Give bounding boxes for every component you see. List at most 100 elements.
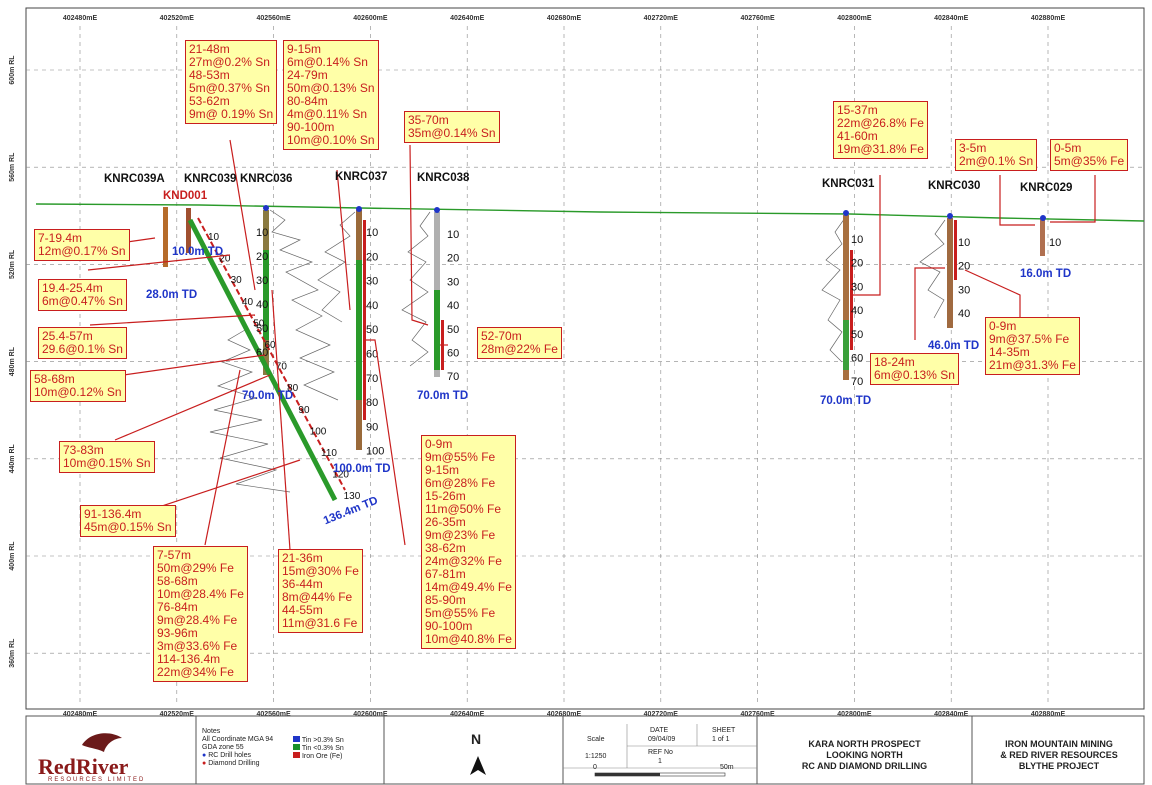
callout-line: 6m@0.47% Sn: [42, 294, 123, 308]
callout-line: 114-136.4m: [157, 652, 221, 666]
td-label-knrc039: 28.0m TD: [146, 289, 198, 301]
callout-line: 11m@31.6 Fe: [282, 616, 358, 630]
depth-tick-label: 30: [447, 276, 459, 288]
easting-label-bottom: 402480mE: [63, 711, 98, 718]
incline-tick-label: 20: [219, 254, 231, 265]
callout-line: 9-15m: [287, 42, 322, 56]
callout-line: 50m@29% Fe: [157, 561, 234, 575]
depth-ticks: 1020304050607080901001020304050607010203…: [208, 227, 1061, 502]
callout-line: 58-68m: [34, 372, 75, 386]
td-label-knrc038: 70.0m TD: [417, 390, 469, 402]
callout-line: 41-60m: [837, 129, 878, 143]
incline-tick-label: 70: [276, 362, 288, 373]
depth-tick-label: 20: [366, 251, 378, 263]
incline-tick-label: 10: [208, 232, 220, 243]
callout-line: 15m@30% Fe: [282, 564, 359, 578]
callout-line: 9m@28.4% Fe: [157, 613, 238, 627]
callout-line: 7-19.4m: [38, 231, 83, 245]
depth-tick-label: 70: [447, 371, 459, 383]
hole-label-knd001: KND001: [163, 190, 208, 202]
callout-line: 80-84m: [287, 94, 328, 108]
company-title: IRON MOUNTAIN MINING & RED RIVER RESOURC…: [1000, 739, 1118, 771]
north-label: N: [471, 731, 482, 747]
date-label: DATE: [650, 727, 669, 734]
depth-tick-label: 30: [366, 276, 378, 288]
callout-line: 18-24m: [874, 355, 915, 369]
callout-line: 14-35m: [989, 345, 1030, 359]
sn-low-swatch-icon: [293, 744, 300, 750]
depth-tick-label: 40: [958, 308, 970, 320]
hole-knrc030: [947, 218, 953, 328]
north-arrow-icon: [470, 756, 486, 775]
callout-line: 48-53m: [189, 68, 230, 82]
hole-label-knrc036: KNRC036: [240, 173, 293, 185]
callout-line: 5m@0.37% Sn: [189, 81, 270, 95]
callout-line: 22m@26.8% Fe: [837, 116, 924, 130]
incline-tick-label: 110: [321, 448, 337, 459]
incline-tick-label: 100: [310, 426, 327, 437]
easting-label-top: 402760mE: [740, 15, 775, 22]
callout-line: 73-83m: [63, 443, 104, 457]
date-value: 09/04/09: [648, 736, 676, 743]
elevation-label: 360m RL: [9, 638, 16, 668]
callout-line: 10m@0.15% Sn: [63, 456, 151, 470]
callout-line: 9m@37.5% Fe: [989, 332, 1070, 346]
logo-subtitle: RESOURCES LIMITED: [48, 777, 146, 783]
depth-tick-label: 10: [851, 234, 863, 246]
incline-tick-label: 120: [332, 470, 349, 481]
easting-label-bottom: 402720mE: [644, 711, 679, 718]
callout-line: 9m@ 0.19% Sn: [189, 107, 274, 121]
hole-inclined: [187, 218, 338, 502]
easting-label-top: 402560mE: [256, 15, 291, 22]
callout-line: 21m@31.3% Fe: [989, 358, 1076, 372]
logo-wordmark: RedRiver: [38, 754, 129, 779]
depth-tick-label: 20: [958, 261, 970, 273]
elevation-label: 400m RL: [9, 541, 16, 571]
depth-tick-label: 10: [366, 227, 378, 239]
depth-tick-label: 50: [366, 324, 378, 336]
incline-tick-label: 50: [253, 318, 265, 329]
callout-line: 58-68m: [157, 574, 198, 588]
callout-line: 24-79m: [287, 68, 328, 82]
callout-line: 67-81m: [425, 567, 466, 581]
scalebar-left: 0: [593, 764, 597, 771]
callout-line: 90-100m: [425, 619, 473, 633]
depth-tick-label: 40: [256, 299, 268, 311]
callout-line: 21-36m: [282, 551, 323, 565]
callout-line: 10m@28.4% Fe: [157, 587, 244, 601]
project-title: KARA NORTH PROSPECT LOOKING NORTH RC AND…: [801, 739, 928, 771]
callout-line: 24m@32% Fe: [425, 554, 502, 568]
callout-line: 8m@44% Fe: [282, 590, 353, 604]
rc-hole-marker-icon: ●: [202, 752, 207, 759]
easting-label-bottom: 402560mE: [256, 711, 291, 718]
callout-line: 6m@0.14% Sn: [287, 55, 368, 69]
easting-label-top: 402640mE: [450, 15, 485, 22]
callout-line: 53-62m: [189, 94, 230, 108]
hole-label-knrc039: KNRC039: [184, 173, 237, 185]
depth-tick-label: 10: [958, 237, 970, 249]
callout-line: 19.4-25.4m: [42, 281, 103, 295]
td-label-knrc037: 100.0m TD: [333, 463, 391, 475]
elevation-label: 560m RL: [9, 152, 16, 182]
callout-line: 10m@0.10% Sn: [287, 133, 375, 147]
callout-line: 85-90m: [425, 593, 466, 607]
depth-tick-label: 20: [447, 253, 459, 265]
notes-title: Notes: [202, 728, 221, 735]
depth-tick-label: 50: [256, 323, 268, 335]
scalebar-right: 50m: [720, 764, 734, 771]
hole-knrc031: [843, 215, 849, 380]
easting-label-bottom: 402800mE: [837, 711, 872, 718]
callout-line: 12m@0.17% Sn: [38, 244, 126, 258]
callout-line: 3-5m: [959, 141, 987, 155]
callout-line: 6m@0.13% Sn: [874, 368, 955, 382]
legend-fe: Iron Ore (Fe): [293, 752, 342, 761]
